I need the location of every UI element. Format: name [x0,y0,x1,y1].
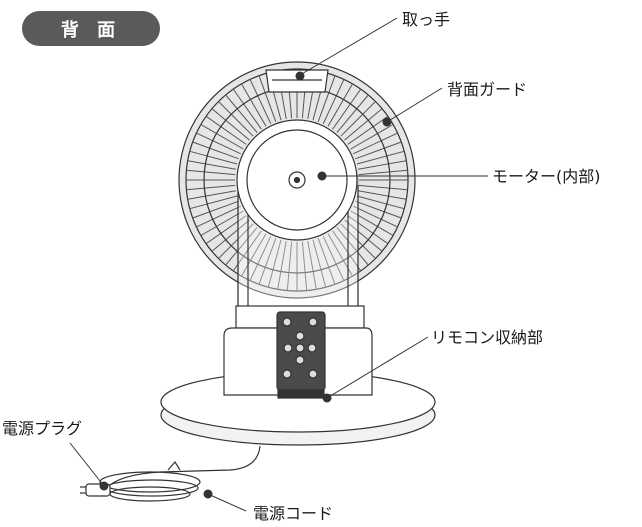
grille-spoke [249,79,272,125]
grille-spoke [186,184,236,191]
grille-spoke [350,124,394,150]
grille-spoke [347,215,389,245]
label-remote-storage: リモコン収納部 [431,328,544,347]
label-handle: 取っ手 [402,10,451,29]
grille-spoke [225,227,258,266]
grille-spoke [218,101,254,137]
label-power-plug: 電源プラグ [2,419,83,438]
label-power-cord: 電源コード [253,504,334,523]
grille-spoke [211,219,250,252]
grille-spoke [249,235,272,281]
grille-spoke [277,241,287,290]
grille-spoke [358,160,407,170]
grille-spoke [196,132,242,155]
grille-spoke [241,83,267,127]
grille-spoke [358,169,408,176]
grille-spoke [200,124,244,150]
grille-spoke [189,150,238,165]
grille-spoke [352,205,398,228]
grille-spoke [312,239,327,288]
leader-lines [69,17,488,512]
grille-spoke [358,190,407,200]
grille-spoke [336,94,369,133]
grille-spoke [267,239,282,288]
grille-spoke [355,141,402,160]
grille-spoke [317,238,336,285]
remote-control [276,311,326,399]
grille-spoke [196,205,242,228]
grille-spoke [358,184,408,191]
grille-spoke [258,238,277,285]
grille-spoke [205,115,247,145]
grille-spoke [317,75,336,122]
grille-spoke [332,88,362,130]
grille-spoke [356,195,405,210]
label-rear-guard: 背面ガード [447,80,528,99]
grille-spoke [200,210,244,236]
grille-spoke [344,219,383,252]
grille-spoke [241,233,267,277]
grille-spoke [225,94,258,133]
grille-spoke [192,141,239,160]
grille-spoke [211,108,250,141]
power-cord [99,445,261,502]
grille-spoke [347,115,389,145]
grille-spoke [327,83,353,127]
grille-spoke [336,227,369,266]
grille-spoke [192,200,239,219]
motor-housing [236,119,358,241]
grille-spoke [340,101,376,137]
label-motor: モーター(内部) [492,167,601,186]
grille-spoke [352,132,398,155]
grille-spoke [344,108,383,141]
grille-spoke [187,190,236,200]
grille-spoke [332,230,362,272]
grille-spoke [205,215,247,245]
grille-spoke [307,241,317,290]
grille-spoke [355,200,402,219]
section-badge: 背 面 [22,11,160,46]
grille-spoke [322,79,345,125]
grille-spoke [258,75,277,122]
grille-spoke [186,169,236,176]
handle [265,69,329,93]
grille-spoke [322,235,345,281]
grille-spoke [301,241,308,291]
grille-spoke [356,150,405,165]
grille-spoke [232,88,262,130]
grille-spoke [286,241,293,291]
grille-spoke [189,195,238,210]
grille-spoke [187,160,236,170]
